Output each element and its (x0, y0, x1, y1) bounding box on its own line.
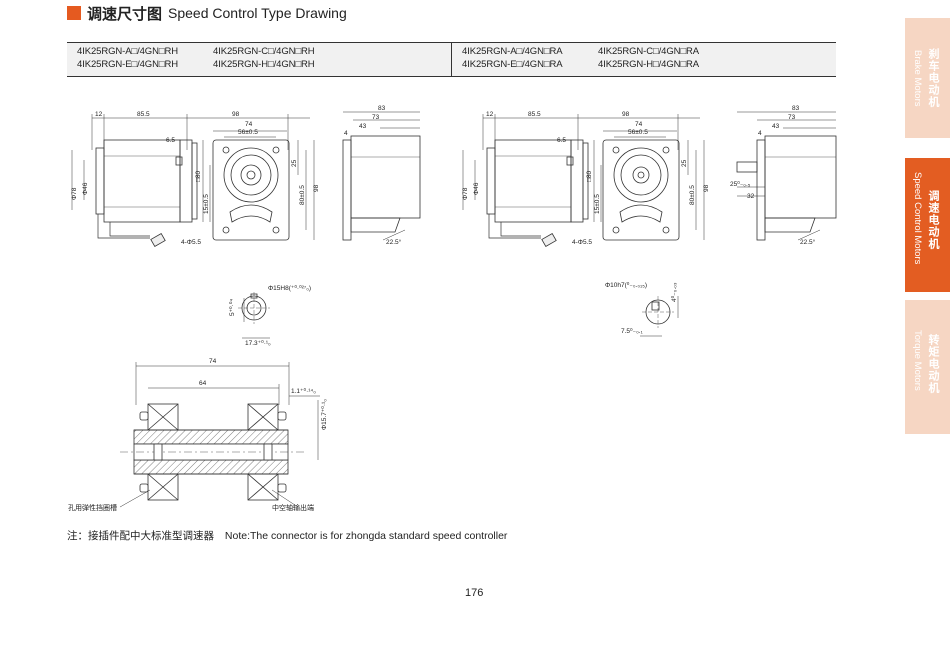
dim-label: 85.5 (137, 111, 150, 118)
model-left-1a: 4IK25RGN-A□/4GN□RH (77, 46, 179, 57)
dim-label: 64 (199, 380, 207, 387)
dim-label: 80±0.5 (689, 185, 696, 205)
footnote-en: Note:The connector is for zhongda standa… (224, 530, 508, 542)
dim-label: 80±0.5 (299, 185, 306, 205)
dim-label: 4⁰₋₀.₀₃ (670, 282, 678, 302)
model-left-2a: 4IK25RGN-C□/4GN□RH (213, 46, 315, 57)
shaft-key-detail (640, 296, 679, 337)
dim-label: 12 (486, 111, 494, 118)
dim-label: 85.5 (528, 111, 541, 118)
dim-label: 25 (681, 159, 688, 167)
dim-label: 98 (313, 184, 320, 192)
dim-label: 25⁰₋₀.₅ (730, 180, 751, 188)
dim-label: 25 (291, 159, 298, 167)
right-motor-labels: 12 85.5 98 74 56±0.5 6.5 Φ78 Φ46 □80 15±… (462, 105, 816, 246)
dim-label: 73 (788, 114, 796, 121)
dim-label: 15±0.5 (594, 194, 601, 214)
hollow-shaft-section (119, 362, 320, 508)
dim-label: Φ15.7⁺⁰·¹₀ (320, 399, 328, 430)
sidebar-tab-label-en: Brake Motors (912, 50, 923, 107)
dim-label: 6.5 (557, 137, 566, 144)
dim-label: Φ10h7(⁰₋₀.₀₁₅) (605, 281, 647, 289)
dim-label: □80 (586, 170, 593, 182)
section-labels: 74 64 1.1⁺⁰·¹⁴₀ Φ15.7⁺⁰·¹₀ 孔用弹性挡圈槽 中空轴输出… (68, 358, 328, 512)
dim-label: 43 (359, 123, 367, 130)
dim-label: Φ46 (473, 182, 480, 195)
dim-label: 83 (792, 105, 800, 112)
dim-label: 32 (747, 193, 755, 200)
sidebar-tab-label-zh: 刹车电动机 (927, 48, 940, 108)
dim-label: 12 (95, 111, 103, 118)
page-title-zh: 调速尺寸图 (87, 4, 163, 23)
dim-label: 22.5° (386, 238, 402, 246)
page-header: 调速尺寸图 Speed Control Type Drawing (67, 4, 347, 23)
model-right-1b: 4IK25RGN-E□/4GN□RA (462, 59, 563, 70)
model-right-2b: 4IK25RGN-H□/4GN□RA (598, 59, 700, 70)
footnote: 注：接插件配中大标准型调速器 Note:The connector is for… (67, 528, 507, 543)
dim-label: 74 (245, 121, 253, 128)
shaft-key-labels: Φ10h7(⁰₋₀.₀₁₅) 4⁰₋₀.₀₃ 7.5⁰₋₀.₁ (605, 281, 678, 335)
model-table: 4IK25RGN-A□/4GN□RH 4IK25RGN-E□/4GN□RH 4I… (67, 42, 836, 77)
dim-label: 4-Φ5.5 (181, 239, 201, 246)
sidebar-tab-label-zh: 调速电动机 (927, 190, 940, 250)
dim-label: 43 (772, 123, 780, 130)
sidebar-tab-label-en: Torque Motors (912, 330, 923, 391)
dim-label: □80 (195, 170, 202, 182)
dim-label: Φ46 (82, 182, 89, 195)
dim-label: 5⁺⁰·⁰⁴ (228, 299, 236, 316)
sidebar-tab-label-en: Speed Control Motors (912, 172, 923, 265)
sidebar-tab-label-zh: 转矩电动机 (927, 334, 940, 394)
dim-label: 4 (758, 130, 762, 137)
model-right-1a: 4IK25RGN-A□/4GN□RA (462, 46, 563, 57)
dim-label: 98 (703, 184, 710, 192)
dim-label: 6.5 (166, 137, 175, 144)
dim-label: 73 (372, 114, 380, 121)
dim-label: 98 (622, 111, 630, 118)
dim-label: 98 (232, 111, 240, 118)
sidebar-tab-brake-motors[interactable]: 刹车电动机 Brake Motors (905, 18, 950, 138)
page-number: 176 (465, 587, 484, 599)
left-motor-drawing (71, 111, 421, 248)
header-marker (67, 6, 81, 20)
dim-label: 1.1⁺⁰·¹⁴₀ (291, 387, 316, 395)
footnote-zh: 注：接插件配中大标准型调速器 (67, 530, 214, 542)
hollow-bore-detail (238, 292, 270, 339)
model-right-2a: 4IK25RGN-C□/4GN□RA (598, 46, 700, 57)
model-left-1b: 4IK25RGN-E□/4GN□RH (77, 59, 179, 70)
model-left-2b: 4IK25RGN-H□/4GN□RH (213, 59, 315, 70)
dim-label: 15±0.5 (203, 194, 210, 214)
dim-label: Φ15H8(⁺⁰·⁰²⁷₀) (268, 284, 311, 292)
dim-label: 4 (344, 130, 348, 137)
hollow-shaft-output-label: 中空轴输出端 (272, 503, 314, 512)
dim-label: Φ78 (462, 187, 469, 200)
dim-label: 74 (209, 358, 217, 365)
dim-label: 83 (378, 105, 386, 112)
dim-label: 56±0.5 (238, 129, 258, 136)
retaining-ring-groove-label: 孔用弹性挡圈槽 (68, 503, 117, 512)
page-title-en: Speed Control Type Drawing (168, 5, 347, 21)
right-motor-drawing (462, 111, 837, 248)
hollow-bore-labels: Φ15H8(⁺⁰·⁰²⁷₀) 5⁺⁰·⁰⁴ 17.3⁺⁰·¹₀ (228, 284, 311, 347)
sidebar-tab-speed-control-motors[interactable]: 调速电动机 Speed Control Motors (905, 158, 950, 292)
dim-label: 17.3⁺⁰·¹₀ (245, 339, 271, 347)
dim-label: 56±0.5 (628, 129, 648, 136)
dim-label: 4-Φ5.5 (572, 239, 592, 246)
left-motor-labels: 12 85.5 98 74 56±0.5 6.5 Φ78 Φ46 □80 15±… (71, 105, 402, 246)
sidebar-tab-torque-motors[interactable]: 转矩电动机 Torque Motors (905, 300, 950, 434)
dim-label: 7.5⁰₋₀.₁ (621, 327, 644, 335)
dim-label: Φ78 (71, 187, 78, 200)
dim-label: 74 (635, 121, 643, 128)
dim-label: 22.5° (800, 238, 816, 246)
